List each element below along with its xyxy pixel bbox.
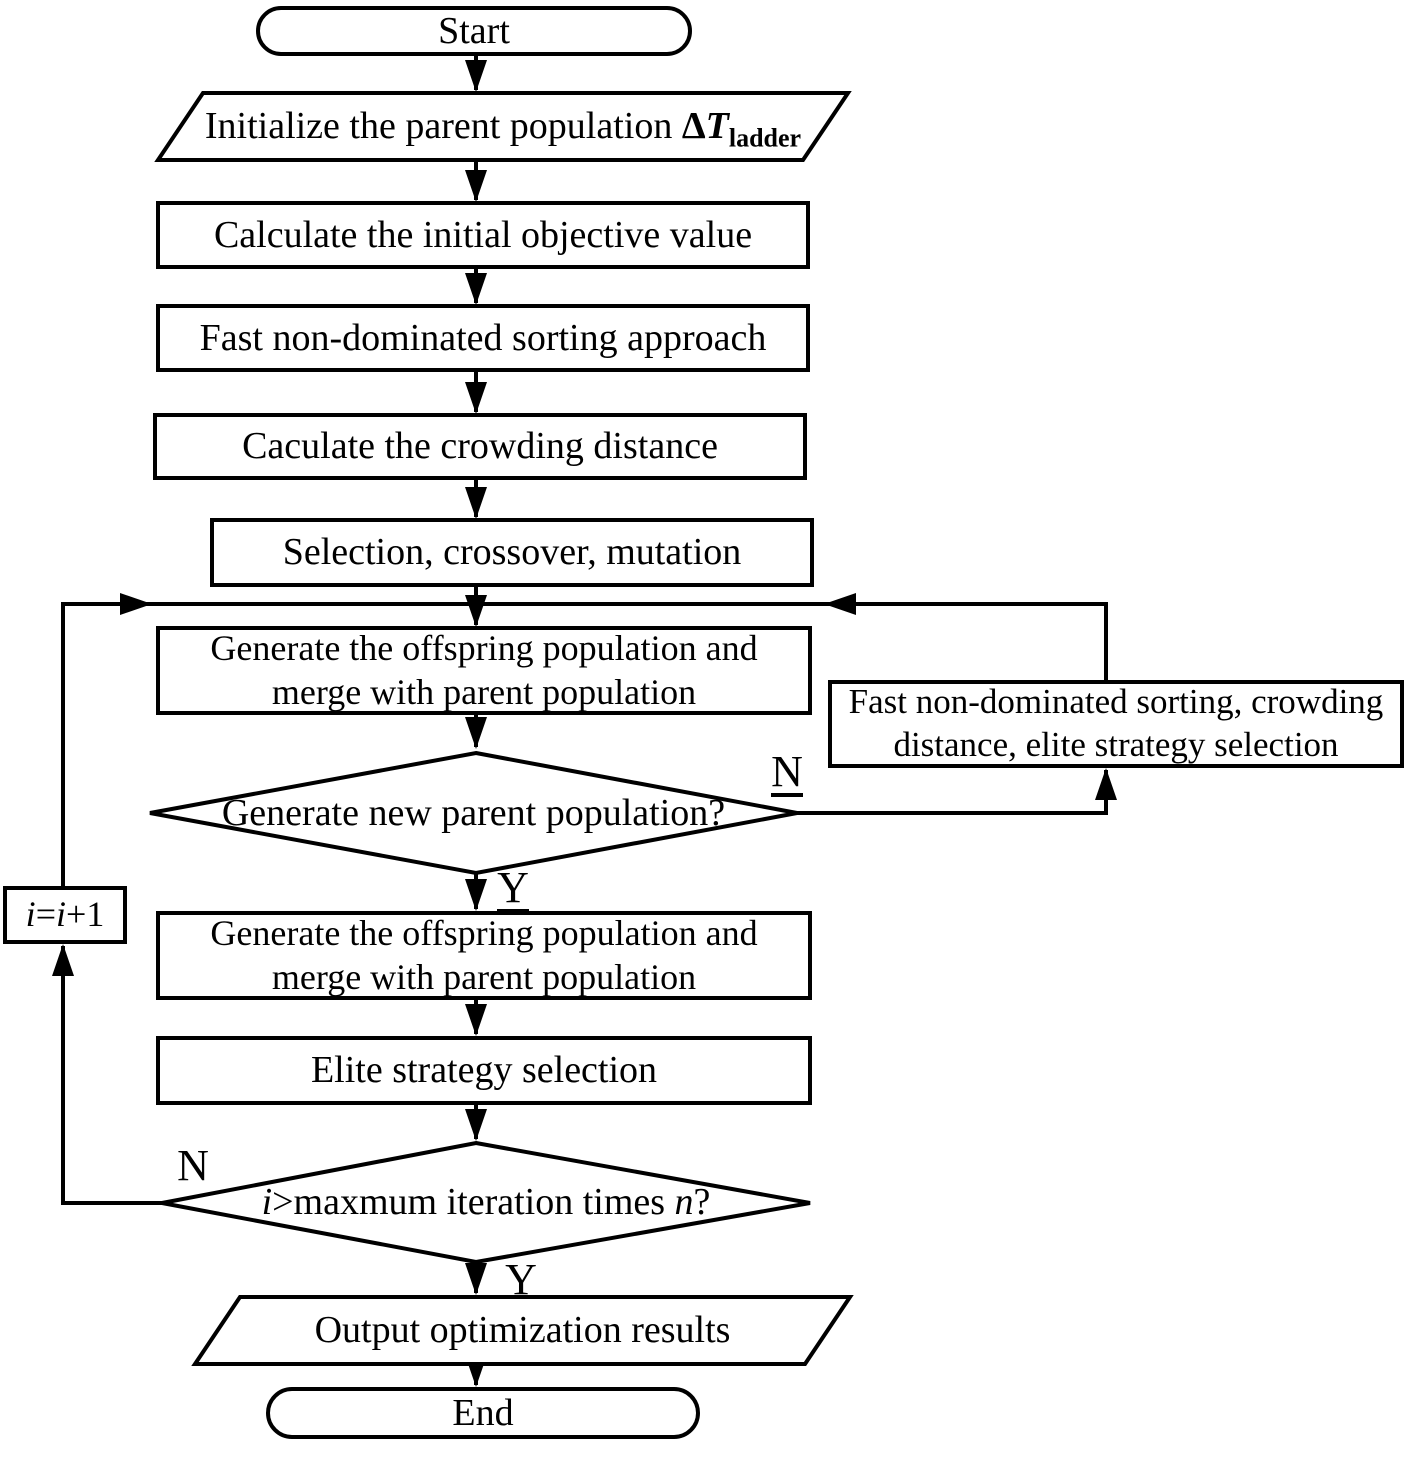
new-parent-decision-diamond-shape [149,750,798,876]
edge-decision1-feedback [797,768,1117,815]
calc-initial-shape [156,201,810,269]
junction-arrow-right [120,593,152,615]
selection-shape [210,518,814,587]
feedback-shape [828,680,1404,768]
iteration-decision-diamond-shape [161,1140,811,1265]
elite-shape [156,1036,812,1105]
initialize-parallelogram-shape [154,91,852,162]
increment-shape [3,886,127,944]
crowding-shape [153,413,807,480]
offspring-merge-1-shape [156,626,812,715]
merge-junction-line [61,602,1108,888]
offspring-merge-2-shape [156,911,812,1000]
edge-decision2-increment [52,944,162,1205]
fast-sort-shape [156,304,810,372]
end-shape [266,1387,700,1439]
output-parallelogram-shape [191,1295,854,1366]
junction-arrow-left [824,593,856,615]
start-shape [256,6,692,56]
